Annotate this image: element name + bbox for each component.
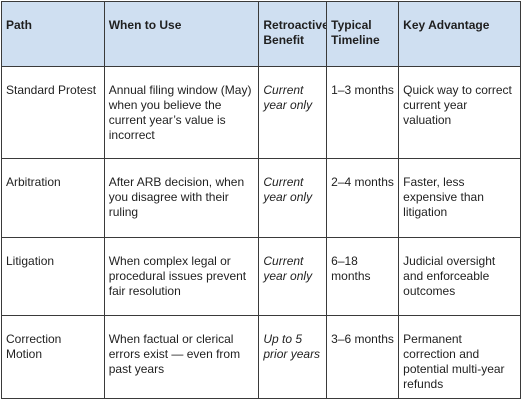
cell-path: Standard Protest	[1, 66, 105, 159]
header-retroactive-benefit-label: Retroactive Benefit	[263, 18, 327, 47]
cell-typical-timeline: 6–18 months	[326, 237, 400, 316]
cell-typical-timeline: 2–4 months	[326, 158, 400, 238]
table-row: Litigation When complex legal or procedu…	[1, 237, 521, 316]
cell-when-to-use: After ARB decision, when you disagree wi…	[103, 158, 260, 238]
cell-text: When complex legal or procedural issues …	[108, 254, 247, 298]
cell-text: Current year only	[263, 175, 313, 204]
cell-text: After ARB decision, when you disagree wi…	[108, 175, 245, 219]
cell-typical-timeline: 3–6 months	[326, 315, 400, 399]
header-when-to-use-label: When to Use	[108, 18, 182, 32]
cell-key-advantage: Quick way to correct current year valuat…	[398, 66, 521, 159]
cell-text: 1–3 months	[331, 83, 394, 97]
cell-text: Annual filing window (May) when you beli…	[108, 83, 252, 142]
cell-text: Standard Protest	[6, 83, 97, 97]
header-key-advantage-label: Key Advantage	[403, 18, 490, 32]
cell-text: Current year only	[263, 83, 313, 112]
cell-text: Quick way to correct current year valuat…	[403, 83, 512, 127]
cell-text: Faster, less expensive than litigation	[403, 175, 484, 219]
table-row: Arbitration After ARB decision, when you…	[1, 158, 521, 238]
header-when-to-use: When to Use	[103, 1, 260, 67]
cell-retroactive-benefit: Current year only	[258, 158, 328, 238]
cell-key-advantage: Faster, less expensive than litigation	[398, 158, 521, 238]
table-row: Correction Motion When factual or cleric…	[1, 315, 521, 399]
cell-text: Arbitration	[6, 175, 61, 189]
cell-retroactive-benefit: Current year only	[258, 66, 328, 159]
cell-path: Correction Motion	[1, 315, 105, 399]
cell-text: Litigation	[6, 254, 55, 268]
cell-text: Permanent correction and potential multi…	[403, 332, 505, 391]
header-path: Path	[1, 1, 105, 67]
header-row: Path When to Use Retroactive Benefit Typ…	[1, 1, 521, 67]
cell-key-advantage: Permanent correction and potential multi…	[398, 315, 521, 399]
cell-text: Up to 5 prior years	[263, 332, 321, 361]
header-typical-timeline: Typical Timeline	[326, 1, 400, 67]
cell-path: Arbitration	[1, 158, 105, 238]
cell-when-to-use: When complex legal or procedural issues …	[103, 237, 260, 316]
cell-when-to-use: Annual filing window (May) when you beli…	[103, 66, 260, 159]
cell-text: Correction Motion	[6, 332, 62, 361]
cell-text: Judicial oversight and enforceable outco…	[403, 254, 496, 298]
cell-text: 3–6 months	[331, 332, 394, 346]
cell-text: 6–18 months	[331, 254, 371, 283]
header-typical-timeline-label: Typical Timeline	[331, 18, 380, 47]
header-retroactive-benefit: Retroactive Benefit	[258, 1, 328, 67]
header-key-advantage: Key Advantage	[398, 1, 521, 67]
cell-path: Litigation	[1, 237, 105, 316]
comparison-table: Path When to Use Retroactive Benefit Typ…	[1, 1, 521, 399]
cell-text: 2–4 months	[331, 175, 394, 189]
table-row: Standard Protest Annual filing window (M…	[1, 66, 521, 159]
cell-typical-timeline: 1–3 months	[326, 66, 400, 159]
cell-when-to-use: When factual or clerical errors exist — …	[103, 315, 260, 399]
header-path-label: Path	[6, 18, 33, 32]
cell-retroactive-benefit: Current year only	[258, 237, 328, 316]
cell-key-advantage: Judicial oversight and enforceable outco…	[398, 237, 521, 316]
cell-retroactive-benefit: Up to 5 prior years	[258, 315, 328, 399]
cell-text: Current year only	[263, 254, 313, 283]
cell-text: When factual or clerical errors exist — …	[108, 332, 241, 376]
